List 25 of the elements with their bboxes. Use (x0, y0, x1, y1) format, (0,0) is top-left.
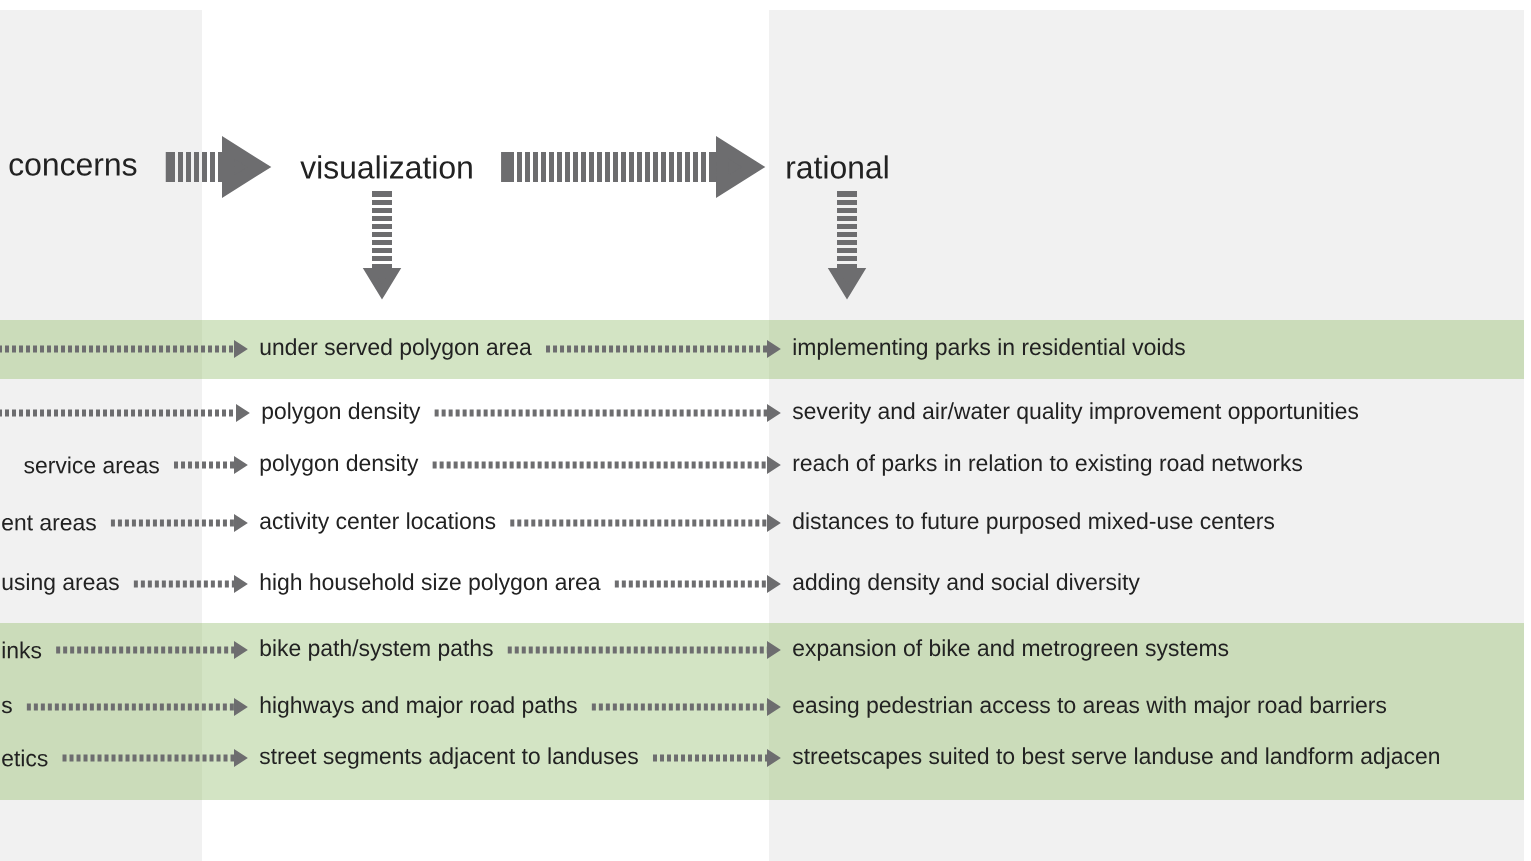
text-label: activity center locations (260, 512, 496, 534)
text-label: high household size polygon area (260, 573, 601, 595)
stage-label: visualization (300, 155, 472, 179)
text-label: distances to future purposed mixed-use centers (793, 512, 1275, 534)
text-label: easing pedestrian access to areas with major road barriers (793, 696, 1387, 718)
text-label: adding density and social diversity (793, 573, 1140, 595)
text-label: highways and major road paths (260, 696, 577, 718)
text-label: bike path/system paths (260, 639, 493, 661)
text-label: etics (2, 749, 48, 767)
text-label: streetscapes suited to best serve landuse and landform adjacen (792, 747, 1439, 769)
text-label: expansion of bike and metrogreen systems (793, 639, 1229, 661)
text-label: service areas (24, 456, 159, 474)
text-label: implementing parks in residential voids (793, 338, 1185, 360)
stage-label: rational (787, 155, 888, 179)
text-label: severity and air/water quality improvement opportunities (792, 402, 1359, 424)
text-label: using areas (2, 573, 119, 595)
text-label: polygon density (260, 454, 419, 476)
text-label: ent areas (2, 515, 96, 531)
stage-label: concerns (9, 158, 137, 176)
text-label: street segments adjacent to landuses (259, 747, 638, 769)
text-label: reach of parks in relation to existing road networks (793, 454, 1302, 476)
text-label: polygon density (262, 402, 421, 424)
text-label: inks (2, 641, 42, 659)
text-label: under served polygon area (260, 338, 532, 360)
text-label: s (1, 700, 12, 714)
